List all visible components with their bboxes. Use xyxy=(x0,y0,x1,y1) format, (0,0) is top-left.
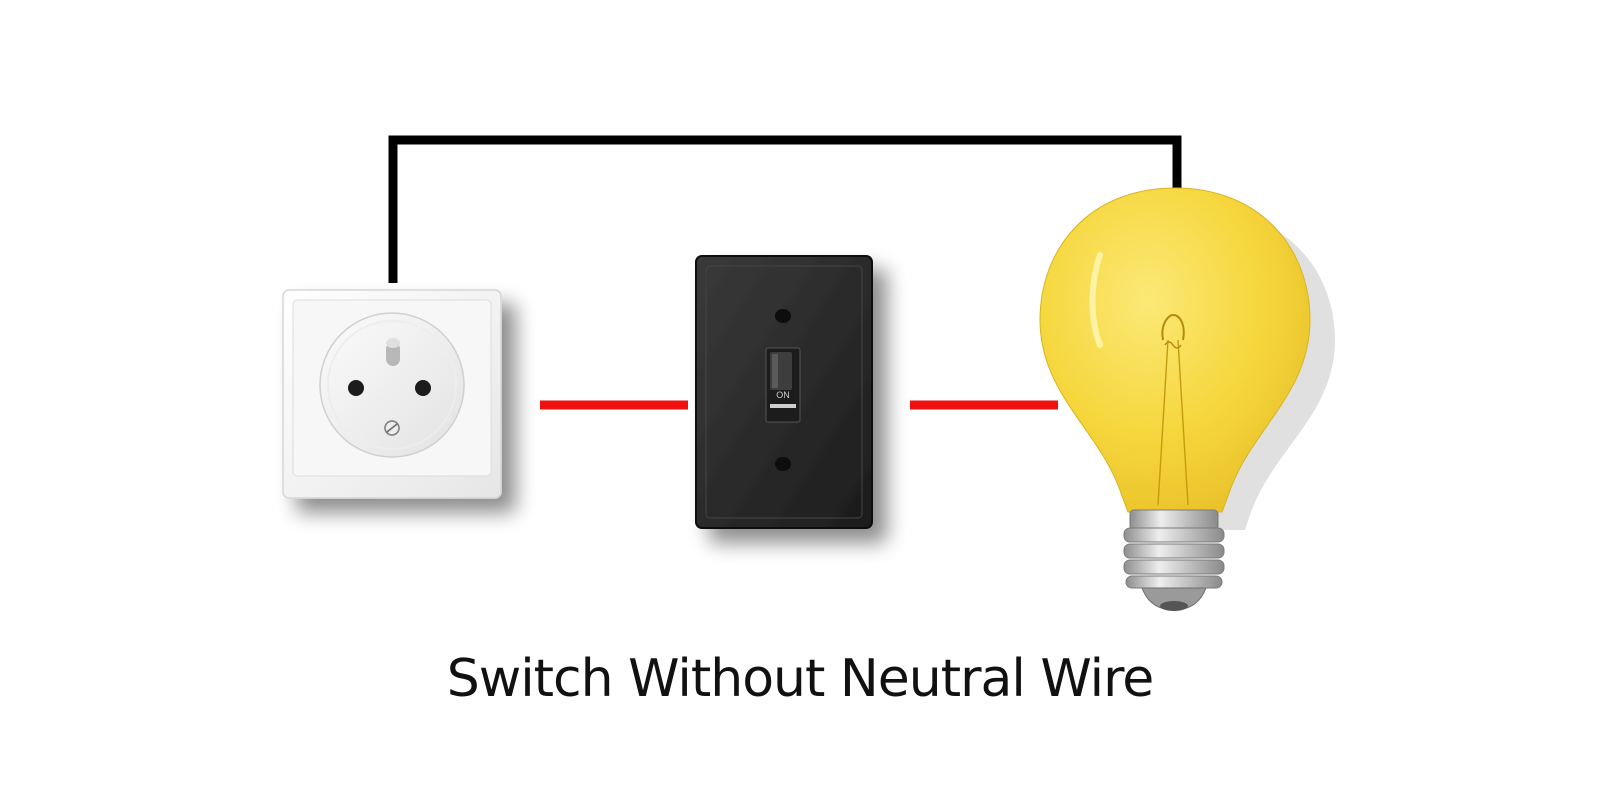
hot-wire xyxy=(388,135,1182,283)
toggle-switch-icon: ON xyxy=(695,255,873,529)
light-bulb-icon xyxy=(1039,187,1335,611)
diagram-caption: Switch Without Neutral Wire xyxy=(446,649,1155,709)
wall-outlet-icon xyxy=(282,289,502,499)
switch-state-label: ON xyxy=(776,390,790,400)
